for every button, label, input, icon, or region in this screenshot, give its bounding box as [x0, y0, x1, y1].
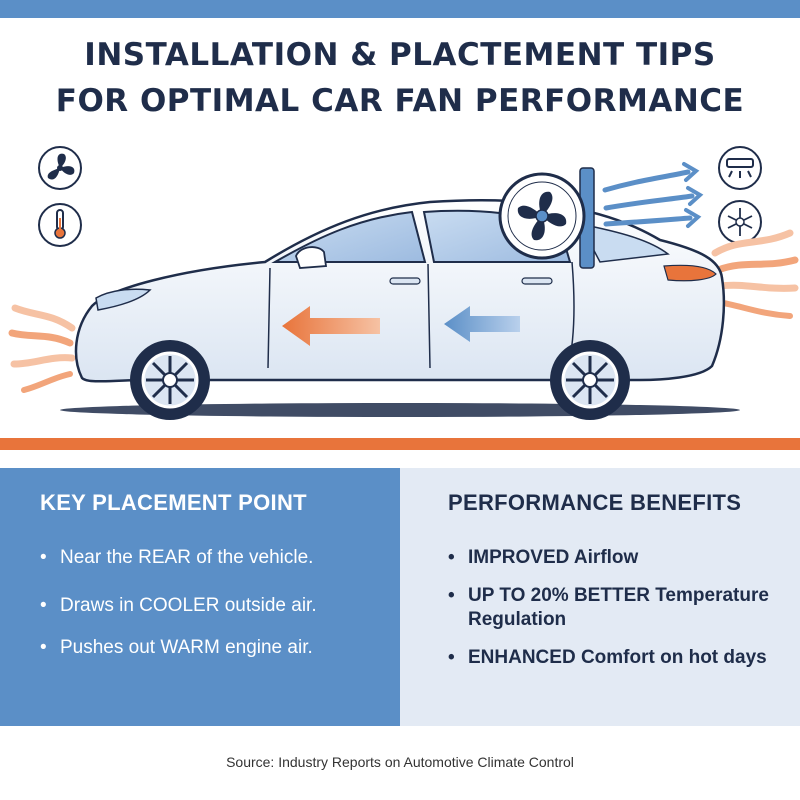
hot-air-arrow	[282, 306, 380, 346]
headlight	[95, 288, 152, 311]
thermometer-icon	[38, 203, 82, 247]
placement-heading: KEY PLACEMENT POINT	[40, 490, 307, 515]
source-note: Source: Industry Reports on Automotive C…	[226, 754, 574, 770]
placement-item: Draws in COOLER outside air.	[40, 594, 400, 618]
benefits-list: IMPROVED Airflow UP TO 20% BETTER Temper…	[448, 546, 800, 670]
placement-item: Pushes out WARM engine air.	[40, 636, 400, 660]
rear-window-fan	[498, 167, 595, 269]
front-door-handle	[389, 277, 421, 285]
fan-icon	[38, 146, 82, 190]
placement-item: Near the REAR of the vehicle.	[40, 546, 400, 570]
page-title-line-2: FOR OPTIMAL CAR FAN PERFORMANCE	[55, 83, 745, 119]
car-illustration	[8, 146, 799, 420]
rear-wheel	[550, 340, 630, 420]
front-wheel	[130, 340, 210, 420]
taillight	[663, 264, 717, 282]
benefits-heading: PERFORMANCE BENEFITS	[448, 490, 742, 515]
placement-list: Near the REAR of the vehicle. Draws in C…	[40, 546, 400, 660]
orange-divider	[0, 438, 800, 450]
rear-door-handle	[521, 277, 553, 285]
benefits-panel: PERFORMANCE BENEFITS IMPROVED Airflow UP…	[400, 468, 800, 726]
side-mirror	[295, 246, 328, 269]
benefit-item: ENHANCED Comfort on hot days	[448, 646, 800, 670]
exhaust-heat-waves	[711, 229, 799, 319]
page-title: INSTALLATION & PLACTEMENT TIPS FOR OPTIM…	[0, 32, 800, 124]
fan-airflow-arrows	[602, 162, 704, 228]
temperature-control-icon	[718, 200, 762, 244]
front-heat-waves	[8, 304, 76, 393]
rear-windshield	[578, 222, 670, 263]
benefit-item: IMPROVED Airflow	[448, 546, 800, 570]
page-title-line-1: INSTALLATION & PLACTEMENT TIPS	[84, 37, 716, 73]
cool-air-arrow	[444, 306, 520, 342]
top-accent-bar	[0, 0, 800, 18]
benefit-item: UP TO 20% BETTER Temperature Regulation	[448, 584, 800, 632]
ac-vent-icon	[718, 146, 762, 190]
placement-panel: KEY PLACEMENT POINT Near the REAR of the…	[0, 468, 400, 726]
